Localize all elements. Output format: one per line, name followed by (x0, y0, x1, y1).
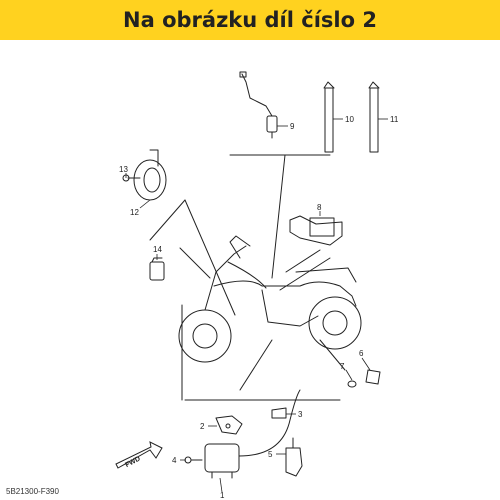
bolt-part-13 (122, 174, 141, 182)
horn-part-12 (133, 149, 167, 201)
callout-1: 1 (220, 491, 225, 500)
banner-title: Na obrázku díl číslo 2 (123, 8, 377, 32)
callout-4: 4 (172, 456, 177, 465)
callout-11: 11 (390, 115, 399, 124)
relay-part-14 (149, 257, 165, 281)
catalog-code: 5B21300-F390 (6, 487, 59, 496)
ignition-coil-part-1 (204, 389, 301, 479)
scooter-outline (178, 235, 362, 363)
callout-5: 5 (268, 450, 273, 459)
callout-10: 10 (345, 115, 354, 124)
washer-part-7 (347, 380, 357, 388)
callout-3: 3 (298, 410, 303, 419)
callout-2: 2 (200, 422, 205, 431)
callout-7: 7 (340, 362, 345, 371)
parts-diagram: 9 10 11 12 13 14 8 6 7 2 3 4 5 1 FWD (115, 71, 399, 500)
callout-13: 13 (119, 165, 128, 174)
callout-6: 6 (359, 349, 364, 358)
fwd-label: FWD (124, 455, 141, 469)
fwd-arrow-icon: FWD (115, 441, 163, 469)
clip-part-3 (271, 407, 287, 419)
callout-12: 12 (130, 208, 139, 217)
cable-tie-part-10 (323, 81, 335, 153)
screw-part-4 (184, 456, 203, 464)
bracket-part-2 (215, 415, 243, 435)
callout-8: 8 (317, 203, 322, 212)
title-banner: Na obrázku díl číslo 2 (0, 0, 500, 40)
plug-cap-part-5 (285, 437, 303, 477)
sensor-part-6 (365, 369, 381, 385)
spark-plug-lead-part-9 (239, 71, 278, 139)
bracket-part-8 (289, 215, 343, 246)
callout-9: 9 (290, 122, 295, 131)
cable-tie-part-11 (368, 81, 380, 153)
callout-14: 14 (153, 245, 162, 254)
